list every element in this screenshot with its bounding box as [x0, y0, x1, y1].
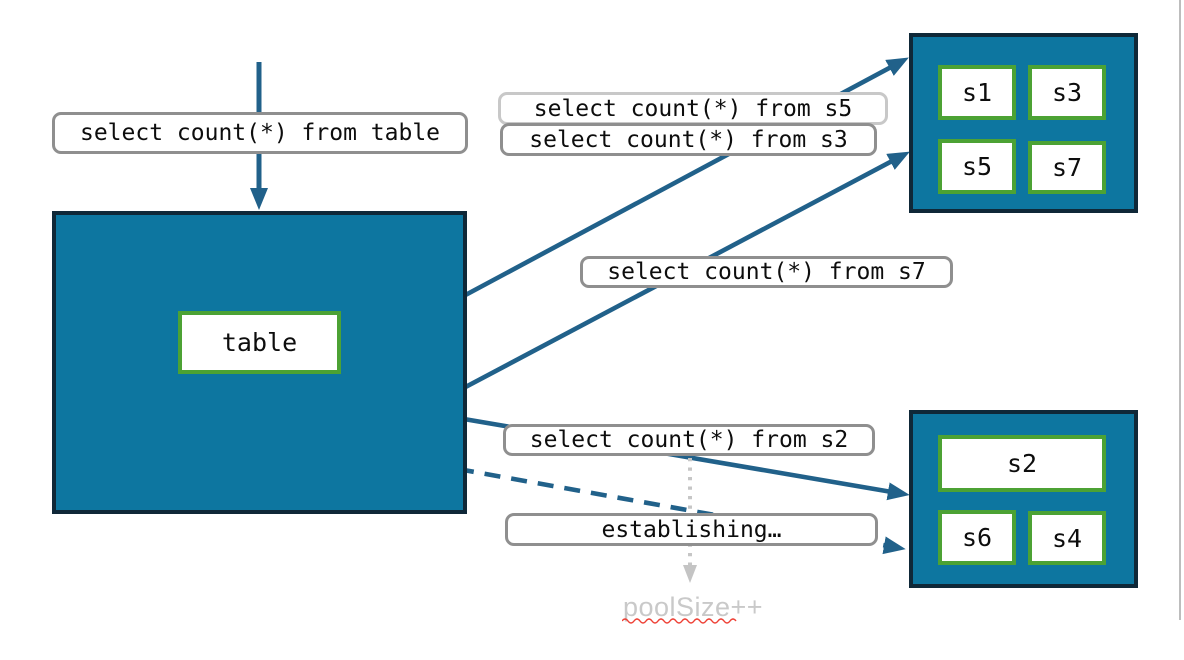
- shard-label: s3: [1051, 78, 1083, 107]
- shard-label: s6: [961, 523, 993, 552]
- query-label-s3: select count(*) from s3: [500, 123, 877, 156]
- shard-label: s1: [961, 78, 993, 107]
- shard-cell-s2: s2: [938, 435, 1106, 492]
- table-label: table: [178, 311, 341, 374]
- poolsize-text: poolSize++: [622, 592, 764, 622]
- shard-cell-s7: s7: [1028, 141, 1106, 194]
- shard-label: s7: [1051, 153, 1083, 182]
- query-label-s2: select count(*) from s2: [503, 424, 875, 456]
- query-text: select count(*) from s3: [529, 126, 848, 153]
- spellcheck-squiggle-icon: [622, 618, 737, 624]
- query-label-s7: select count(*) from s7: [580, 256, 953, 288]
- query-label-establishing: establishing…: [505, 513, 878, 546]
- shard-cell-s6: s6: [938, 510, 1016, 565]
- query-text: select count(*) from table: [79, 120, 441, 146]
- slide-edge-line: [1179, 0, 1181, 620]
- shard-label: s5: [961, 152, 993, 181]
- table-label-text: table: [221, 328, 298, 357]
- shard-cell-s4: s4: [1028, 511, 1106, 565]
- shard-label: s4: [1051, 523, 1083, 553]
- query-text: select count(*) from s2: [529, 427, 849, 453]
- shard-cell-s3: s3: [1028, 65, 1106, 120]
- query-label-table: select count(*) from table: [52, 112, 468, 154]
- query-label-s5: select count(*) from s5: [498, 92, 888, 125]
- query-text: select count(*) from s5: [533, 95, 853, 122]
- shard-label: s2: [1006, 449, 1038, 478]
- query-text: select count(*) from s7: [607, 259, 926, 285]
- poolsize-note: poolSize++: [623, 592, 763, 623]
- shard-cell-s5: s5: [938, 139, 1016, 194]
- query-text: establishing…: [601, 516, 782, 543]
- shard-cell-s1: s1: [938, 65, 1016, 120]
